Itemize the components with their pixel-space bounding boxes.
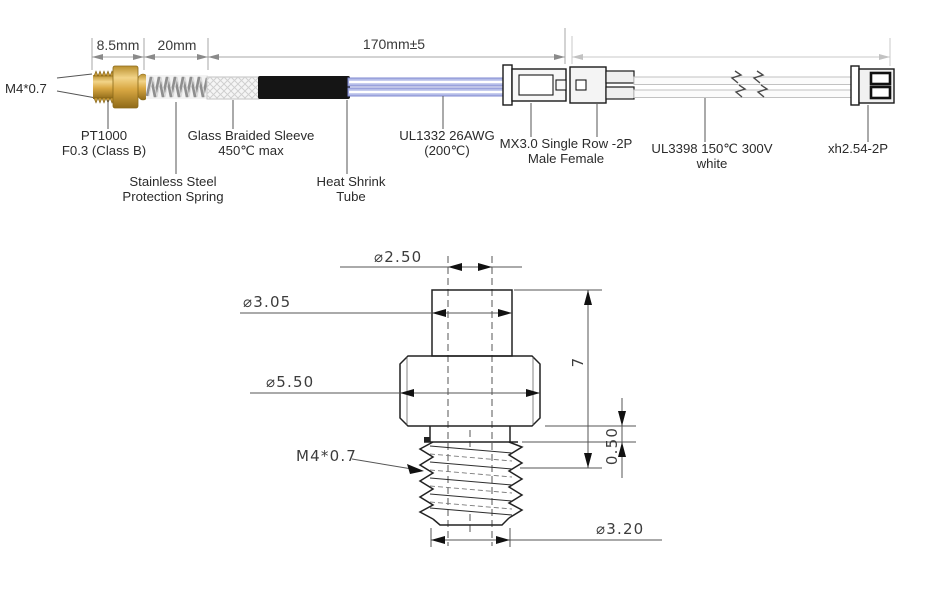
label-spring-line2: Protection Spring <box>122 189 223 204</box>
dim-170mm: 170mm±5 <box>363 36 425 52</box>
assembly-labels: PT1000 F0.3 (Class B) Stainless Steel Pr… <box>62 128 888 204</box>
brass-sensor-tip <box>93 65 151 109</box>
label-sleeve-line2: 450℃ max <box>218 143 284 158</box>
label-heatshrink-line2: Tube <box>336 189 366 204</box>
part-drawing: ⌀2.50 ⌀3.05 ⌀5.50 M4*0.7 ⌀3.20 7 <box>240 248 662 547</box>
dim-step: 0.50 <box>603 427 621 465</box>
inner-wires-blue <box>347 77 506 97</box>
dim-thread: M4*0.7 <box>296 447 357 465</box>
mx3-male-connector <box>502 64 567 106</box>
part-top-cylinder <box>431 289 513 357</box>
outer-wires-white <box>633 70 853 98</box>
protection-spring <box>145 75 209 99</box>
label-sleeve-line1: Glass Braided Sleeve <box>188 128 315 143</box>
dim-collar-od: ⌀3.05 <box>243 293 291 311</box>
part-hex-body <box>399 355 541 427</box>
label-outerwire-line2: white <box>696 156 728 171</box>
dim-20mm: 20mm <box>158 37 197 53</box>
assembly-thread-leaders <box>56 73 97 99</box>
assembly-dimension-extensions <box>91 28 891 70</box>
glass-braided-sleeve <box>206 76 260 100</box>
assembly-dimension-lines <box>92 54 890 60</box>
dim-8-5mm: 8.5mm <box>97 37 140 53</box>
label-connector-mid-line2: Male Female <box>528 151 604 166</box>
dim-body-od: ⌀5.50 <box>266 373 314 391</box>
label-heatshrink-line1: Heat Shrink <box>317 174 386 189</box>
label-spring-line1: Stainless Steel <box>129 174 216 189</box>
label-innerwire-line1: UL1332 26AWG <box>399 128 495 143</box>
wire-break-marks <box>730 70 769 98</box>
part-thread <box>418 437 524 526</box>
label-connector-mid-line1: MX3.0 Single Row -2P <box>500 136 633 151</box>
label-outerwire-line1: UL3398 150℃ 300V <box>651 141 772 156</box>
label-innerwire-line2: (200℃) <box>424 143 470 158</box>
dim-thread-od: ⌀3.20 <box>596 520 644 538</box>
dim-height: 7 <box>569 357 587 368</box>
assembly-thread-label: M4*0.7 <box>5 81 47 96</box>
label-connector-end: xh2.54-2P <box>828 141 888 156</box>
xh254-connector <box>850 65 895 106</box>
label-sensor-line2: F0.3 (Class B) <box>62 143 146 158</box>
dim-tip-od: ⌀2.50 <box>374 248 422 266</box>
assembly-label-leaders <box>107 96 869 174</box>
heat-shrink-tube <box>258 76 350 99</box>
label-sensor-line1: PT1000 <box>81 128 127 143</box>
mx3-female-connector <box>569 66 635 104</box>
